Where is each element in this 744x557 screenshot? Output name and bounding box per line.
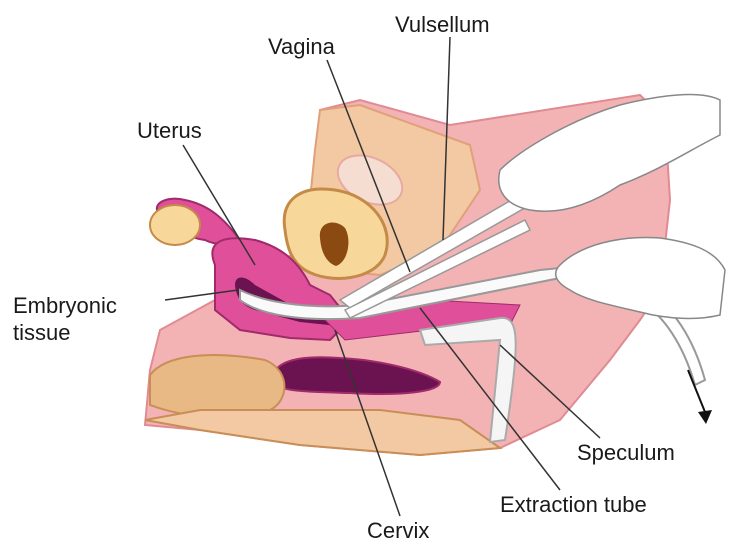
label-embryonic-line1: Embryonic <box>13 292 117 319</box>
label-speculum: Speculum <box>577 440 675 466</box>
arrow-head <box>698 410 712 424</box>
ovary <box>150 205 200 245</box>
label-uterus: Uterus <box>137 118 202 144</box>
label-vulsellum: Vulsellum <box>395 12 490 38</box>
label-embryonic-line2: tissue <box>13 319 117 346</box>
sacrum <box>150 355 284 417</box>
label-vagina: Vagina <box>268 34 335 60</box>
label-extraction-tube: Extraction tube <box>500 492 647 518</box>
label-embryonic-tissue: Embryonic tissue <box>13 292 117 346</box>
label-cervix: Cervix <box>367 518 429 544</box>
